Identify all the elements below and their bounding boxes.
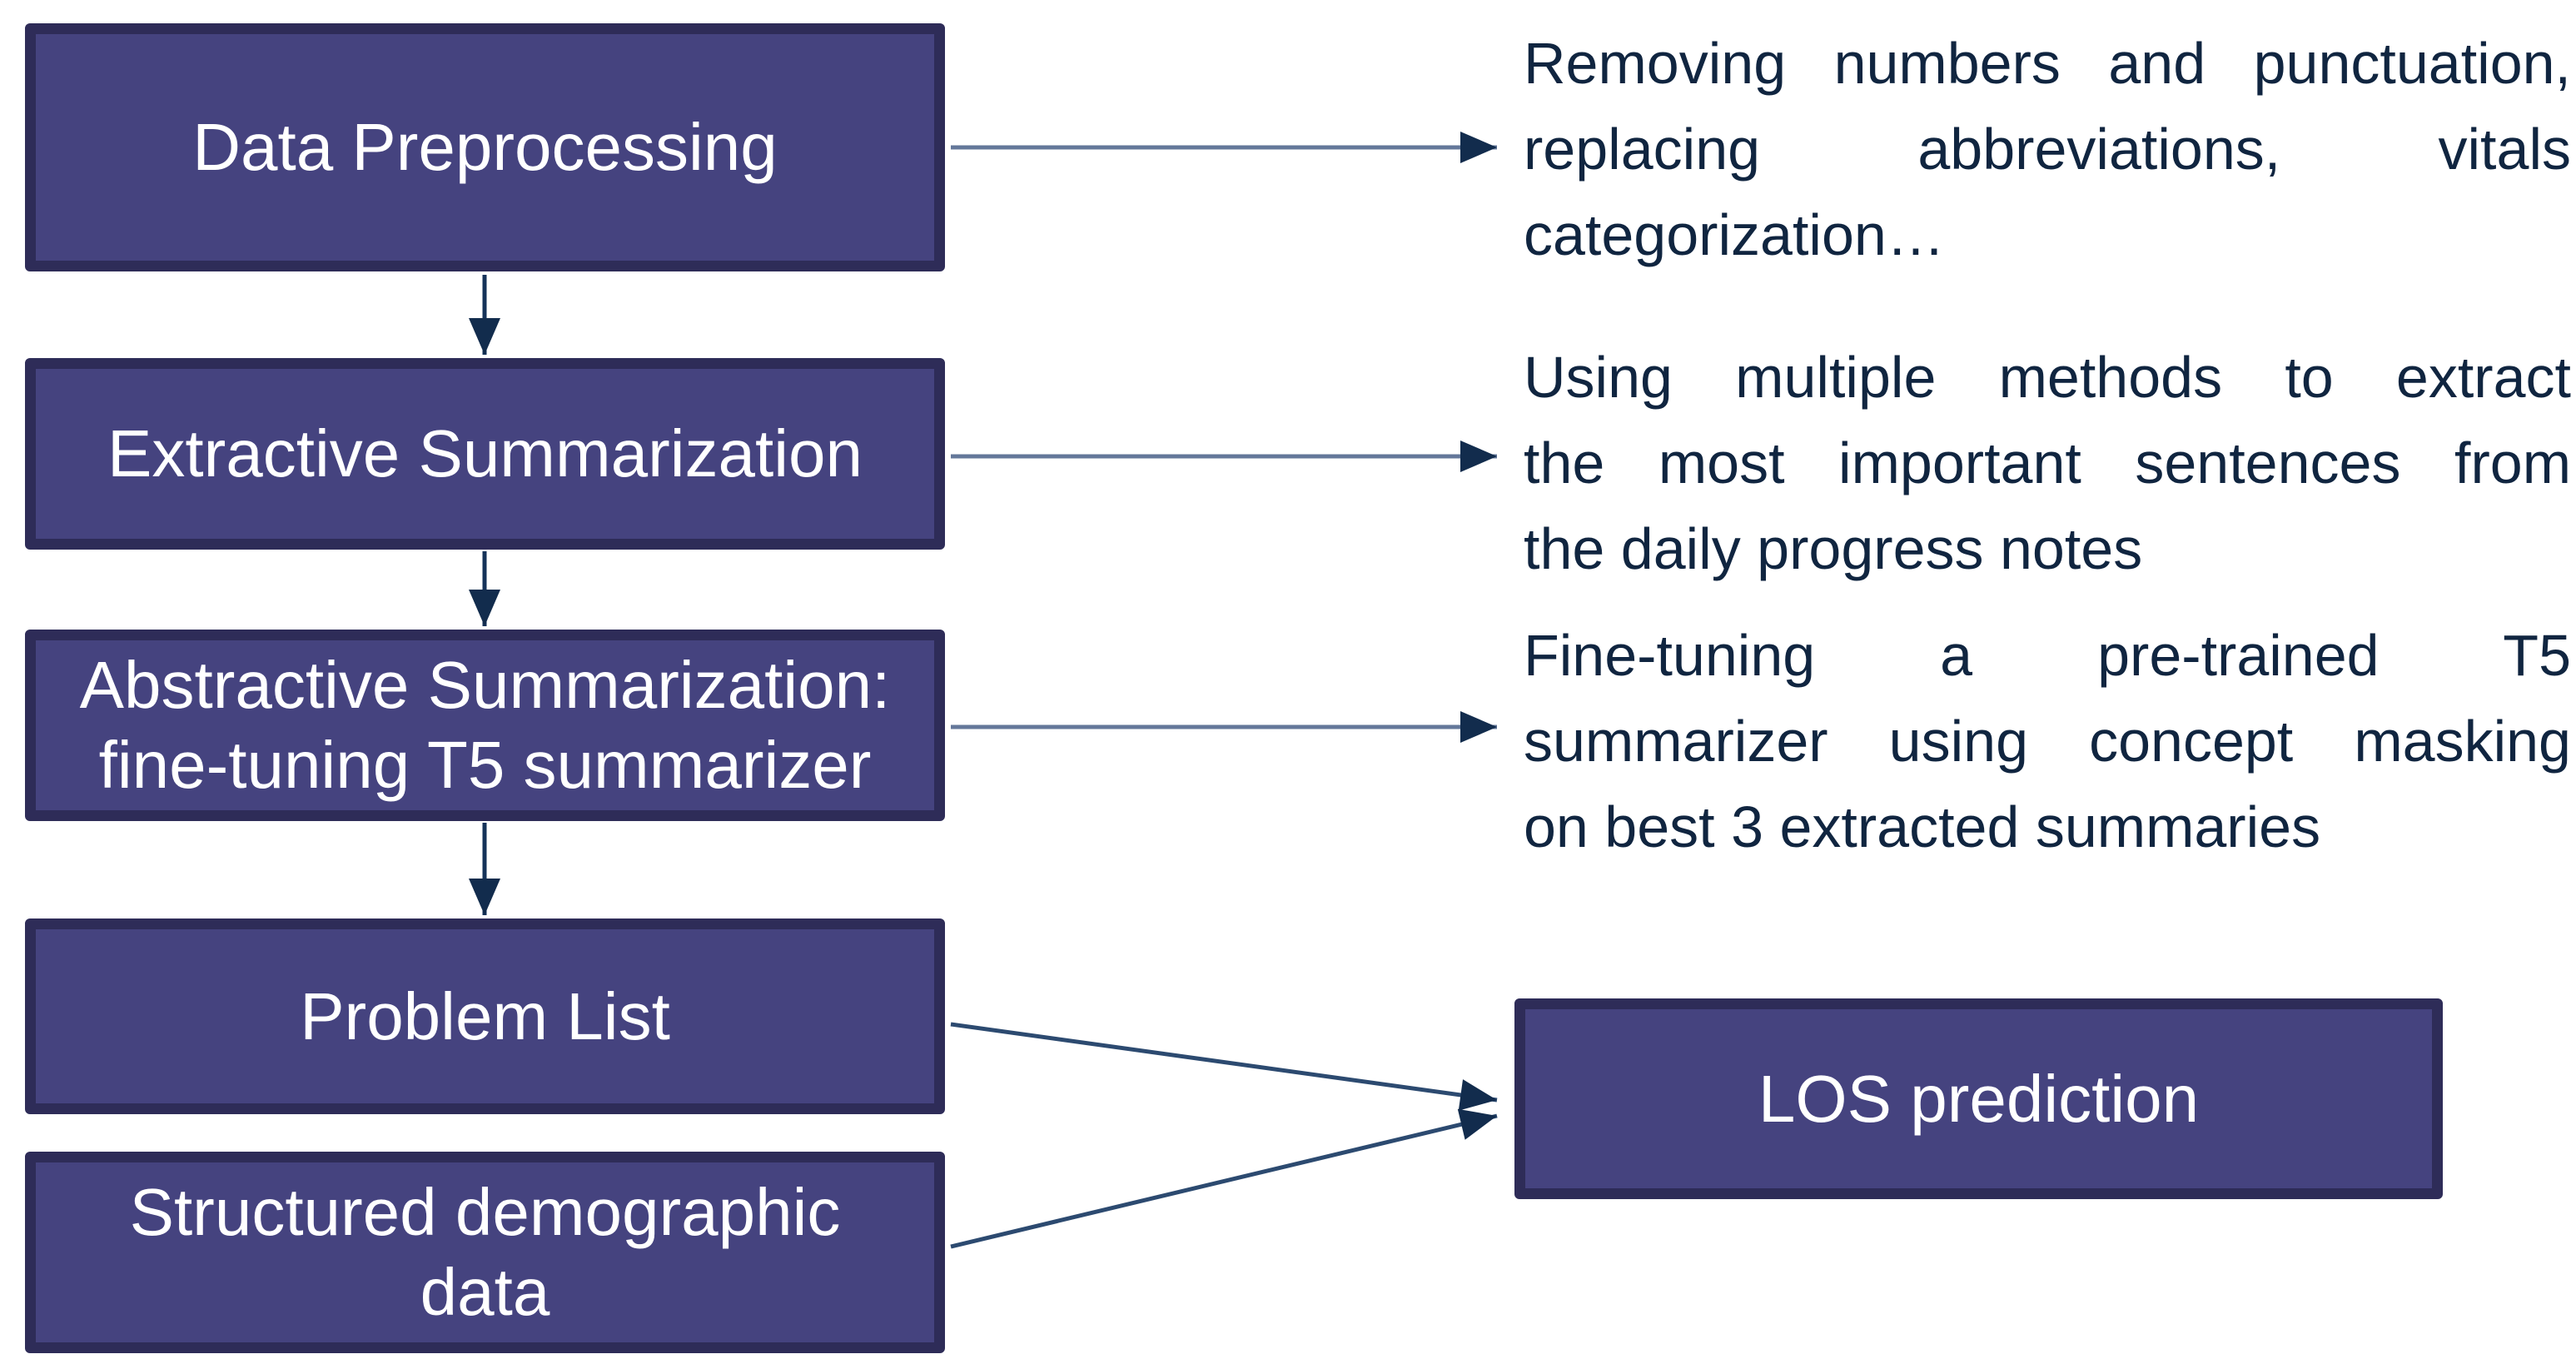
annotation-line: summarizer using concept masking xyxy=(1524,709,2571,774)
flow-box-data-preprocessing: Data Preprocessing xyxy=(25,23,945,271)
flow-box-label: Problem List xyxy=(300,978,670,1053)
flow-box-label: Data Preprocessing xyxy=(192,110,778,184)
flow-box-label: Extractive Summarization xyxy=(107,416,863,490)
annotation-line: Using multiple methods to extract xyxy=(1524,345,2571,410)
annotation-line: Removing numbers and punctuation, xyxy=(1524,31,2571,96)
annotation-line: categorization… xyxy=(1524,202,1945,267)
annotation-data-preprocessing: Removing numbers and punctuation, replac… xyxy=(1524,21,2571,278)
arrow-problem-list-to-los xyxy=(950,1022,1498,1111)
flow-box-extractive-summarization: Extractive Summarization xyxy=(25,358,945,550)
flow-box-label: Abstractive Summarization: fine-tuning T… xyxy=(79,648,891,802)
flow-box-los-prediction: LOS prediction xyxy=(1514,998,2443,1199)
annotation-line: on best 3 extracted summaries xyxy=(1524,794,2321,859)
annotation-line: the daily progress notes xyxy=(1524,516,2143,581)
annotation-abstractive-summarization: Fine-tuning a pre-trained T5 summarizer … xyxy=(1524,613,2571,870)
annotation-line: replacing abbreviations, vitals xyxy=(1524,117,2571,182)
flow-box-problem-list: Problem List xyxy=(25,918,945,1114)
annotation-extractive-summarization: Using multiple methods to extract the mo… xyxy=(1524,335,2571,592)
flow-box-label: LOS prediction xyxy=(1758,1061,2200,1136)
flow-box-structured-demographic-data: Structured demographic data xyxy=(25,1152,945,1353)
annotation-line: Fine-tuning a pre-trained T5 xyxy=(1524,623,2571,688)
annotation-line: the most important sentences from xyxy=(1524,431,2571,495)
flow-box-label: Structured demographic data xyxy=(129,1175,841,1329)
flow-box-abstractive-summarization: Abstractive Summarization: fine-tuning T… xyxy=(25,630,945,821)
arrow-structured-data-to-los xyxy=(950,1108,1498,1249)
